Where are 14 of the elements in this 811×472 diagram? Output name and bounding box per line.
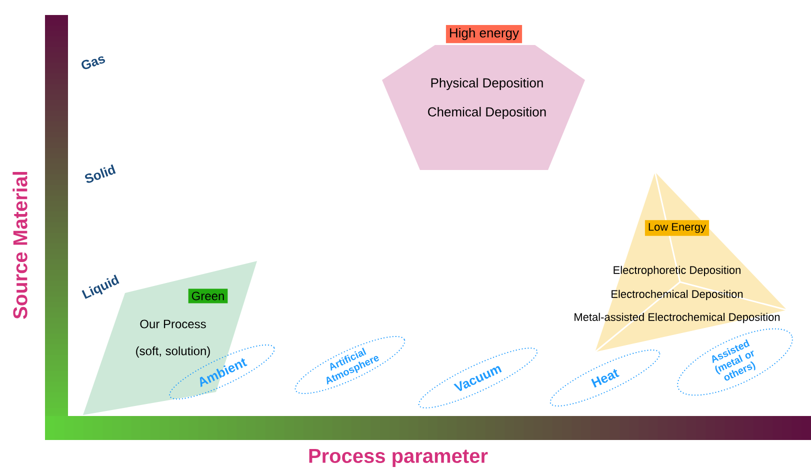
condition-leaf: Heat [550, 350, 660, 406]
method-text: Metal-assisted Electrochemical Deposition [574, 312, 780, 324]
axis-title: Source Material [12, 172, 28, 319]
state-label: Solid [85, 164, 116, 183]
category-tag: Low Energy [644, 220, 710, 236]
method-text: Physical Deposition [431, 78, 543, 90]
category-tag: High energy [446, 24, 522, 44]
method-text: Electrophoretic Deposition [614, 266, 740, 276]
state-label: Gas [82, 56, 106, 70]
method-text: Electrochemical Deposition [612, 290, 743, 300]
method-text: Our Process [140, 320, 206, 328]
method-text: Chemical Deposition [428, 106, 546, 120]
category-tag: Green [188, 288, 228, 304]
axis-title: Process parameter [309, 449, 488, 467]
